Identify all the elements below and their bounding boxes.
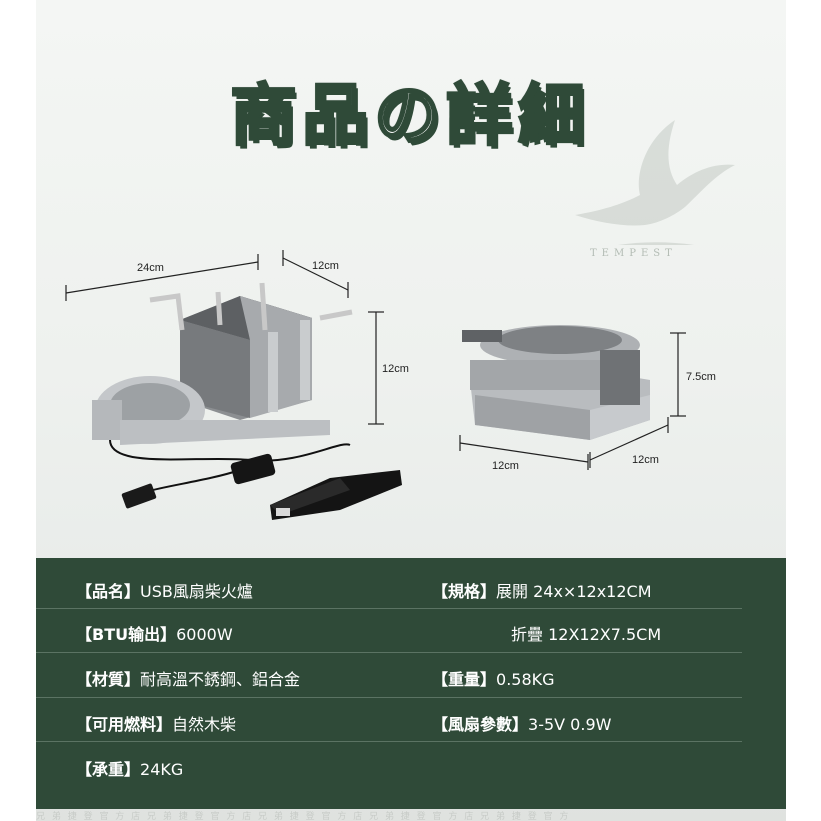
spec-load: 【承重】24KG [76, 756, 183, 780]
dim-stove-height: 12cm [382, 363, 409, 375]
row-divider [36, 652, 742, 653]
spec-btu-key: 【BTU输出】 [76, 625, 177, 644]
spec-weight: 【重量】0.58KG [432, 666, 555, 690]
spec-size: 【規格】展開 24x×12x12CM [432, 578, 652, 602]
spec-fuel: 【可用燃料】自然木柴 [76, 711, 236, 735]
spec-size-value: 展開 24x×12x12CM [496, 582, 652, 601]
product-illustration [65, 250, 686, 520]
row-divider [36, 608, 742, 609]
spec-fan-key: 【風扇參數】 [432, 715, 529, 734]
spec-fuel-value: 自然木柴 [172, 715, 237, 734]
spec-fuel-key: 【可用燃料】 [76, 715, 173, 734]
spec-material: 【材質】耐高溫不銹鋼、鋁合金 [76, 666, 300, 690]
row-divider [36, 741, 742, 742]
footer-watermark: 兄 弟 捷 登 官 方 店 兄 弟 捷 登 官 方 店 兄 弟 捷 登 官 方 … [36, 812, 571, 821]
dim-folded-height: 7.5cm [686, 371, 716, 383]
bird-logo-icon [575, 120, 735, 245]
dim-folded-width: 12cm [492, 460, 519, 472]
dim-stove-width: 24cm [137, 262, 164, 274]
spec-name: 【品名】USB風扇柴火爐 [76, 578, 253, 602]
dim-stove-depth: 12cm [312, 260, 339, 272]
spec-panel [36, 558, 786, 809]
spec-load-key: 【承重】 [76, 760, 141, 779]
spec-btu: 【BTU输出】6000W [76, 621, 233, 645]
spec-name-key: 【品名】 [76, 582, 141, 601]
dim-folded-depth: 12cm [632, 454, 659, 466]
spec-weight-value: 0.58KG [496, 670, 555, 689]
spec-material-value: 耐高溫不銹鋼、鋁合金 [140, 670, 301, 689]
spec-name-value: USB風扇柴火爐 [140, 582, 253, 601]
spec-fan-value: 3-5V 0.9W [528, 715, 612, 734]
brand-watermark: TEMPEST [590, 248, 677, 259]
spec-folded-size: 折疊 12X12X7.5CM [511, 625, 662, 644]
spec-size-key: 【規格】 [432, 582, 497, 601]
spec-weight-key: 【重量】 [432, 670, 497, 689]
page-title: 商品の詳細 [229, 76, 591, 156]
row-divider [36, 697, 742, 698]
spec-btu-value: 6000W [176, 625, 233, 644]
spec-material-key: 【材質】 [76, 670, 141, 689]
spec-fan: 【風扇參數】3-5V 0.9W [432, 711, 611, 735]
spec-load-value: 24KG [140, 760, 184, 779]
